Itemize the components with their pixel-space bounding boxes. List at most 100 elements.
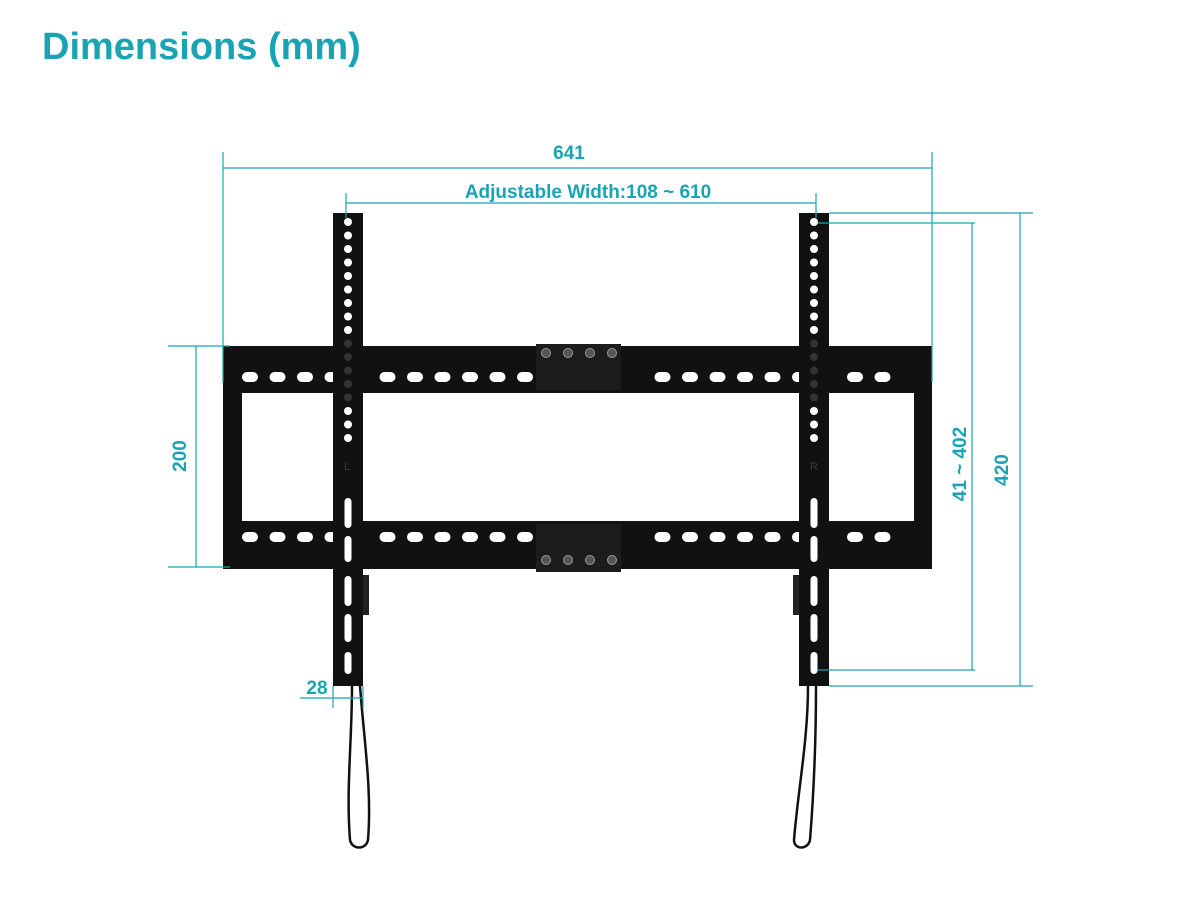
frame-slot <box>709 372 726 382</box>
frame-slot <box>517 372 533 382</box>
arm-hole <box>344 393 352 402</box>
frame-slot <box>517 532 533 542</box>
frame-slot <box>489 532 506 542</box>
arm-hole <box>344 285 352 294</box>
left-arm: L <box>333 213 363 686</box>
clamp-screw <box>541 348 551 358</box>
clamp-screw <box>585 348 595 358</box>
arm-hole <box>344 272 352 280</box>
frame-slot <box>874 372 891 382</box>
frame-slot <box>297 532 313 542</box>
arm-hole <box>344 420 352 429</box>
arm-hole <box>810 258 818 267</box>
arm-slot <box>810 614 818 642</box>
frame-slot <box>847 532 863 542</box>
arm-hole <box>810 407 818 415</box>
arm-hole <box>344 218 352 226</box>
frame-slot <box>709 532 726 542</box>
page-title: Dimensions (mm) <box>42 26 361 68</box>
overall-height-label: 420 <box>992 454 1013 486</box>
arm-hole <box>344 353 352 361</box>
frame-slot <box>407 532 423 542</box>
arm-hole <box>810 326 818 334</box>
frame-slot <box>269 372 286 382</box>
left-arm-bracket <box>363 575 369 615</box>
arm-hole <box>344 326 352 334</box>
dimension-lines <box>168 152 1033 708</box>
arm-slot <box>810 576 818 606</box>
adjustable-height-label: 41 ~ 402 <box>950 427 971 502</box>
left-pull-strap <box>347 685 371 849</box>
clamp-screw <box>607 348 617 358</box>
frame-slot <box>764 532 781 542</box>
arm-slot <box>810 536 818 562</box>
right-arm-letter: R <box>810 461 818 473</box>
arm-hole <box>810 366 818 375</box>
arm-hole <box>344 407 352 415</box>
arm-hole <box>810 380 818 388</box>
frame-slot <box>654 532 671 542</box>
frame-slot <box>462 372 478 382</box>
arm-slot <box>344 498 352 528</box>
arm-hole <box>810 245 818 253</box>
arm-hole <box>810 272 818 280</box>
frame-slot <box>764 372 781 382</box>
frame-slot <box>874 532 891 542</box>
adjustable-width-label: Adjustable Width:108 ~ 610 <box>465 182 711 203</box>
clamp-screw <box>541 555 551 565</box>
frame-slot <box>847 372 863 382</box>
arm-hole <box>344 231 352 240</box>
arm-width-label: 28 <box>306 678 327 699</box>
frame-slot <box>654 372 671 382</box>
frame-slot <box>379 532 396 542</box>
arm-hole <box>810 299 818 307</box>
arm-hole <box>810 218 818 226</box>
arm-hole <box>344 339 352 348</box>
clamp-screw <box>563 555 573 565</box>
arm-slot <box>810 652 818 674</box>
frame-slot <box>407 372 423 382</box>
clamp-screw <box>563 348 573 358</box>
arm-hole <box>810 393 818 402</box>
frame-slot <box>737 372 753 382</box>
frame-slot <box>462 532 478 542</box>
frame-slot <box>489 372 506 382</box>
arm-hole <box>810 434 818 442</box>
arm-hole <box>810 339 818 348</box>
arm-hole <box>810 285 818 294</box>
clamp-screw <box>585 555 595 565</box>
arm-hole <box>810 420 818 429</box>
frame-slot <box>242 372 258 382</box>
arm-slot <box>344 576 352 606</box>
arm-slot <box>344 614 352 642</box>
arm-hole <box>344 434 352 442</box>
right-arm-bracket <box>793 575 799 615</box>
arm-slot <box>344 652 352 674</box>
arm-hole <box>810 312 818 321</box>
frame-slot <box>682 532 698 542</box>
frame-height-label: 200 <box>170 440 191 472</box>
arm-hole <box>344 258 352 267</box>
frame-slot <box>434 532 451 542</box>
arm-hole <box>344 380 352 388</box>
right-arm: R <box>799 213 829 686</box>
frame-slot <box>242 532 258 542</box>
overall-width-label: 641 <box>553 143 585 164</box>
left-arm-letter: L <box>344 461 350 473</box>
arm-slot <box>344 536 352 562</box>
arm-hole <box>810 231 818 240</box>
arm-hole <box>344 245 352 253</box>
arm-hole <box>344 366 352 375</box>
arm-hole <box>810 353 818 361</box>
arm-slot <box>810 498 818 528</box>
frame-slot <box>737 532 753 542</box>
frame-slot <box>434 372 451 382</box>
clamp-screw <box>607 555 617 565</box>
bottom-center-clamp <box>536 524 621 572</box>
arm-hole <box>344 312 352 321</box>
frame-slot <box>297 372 313 382</box>
frame-slot <box>269 532 286 542</box>
frame-slot <box>379 372 396 382</box>
right-pull-strap <box>792 685 818 849</box>
